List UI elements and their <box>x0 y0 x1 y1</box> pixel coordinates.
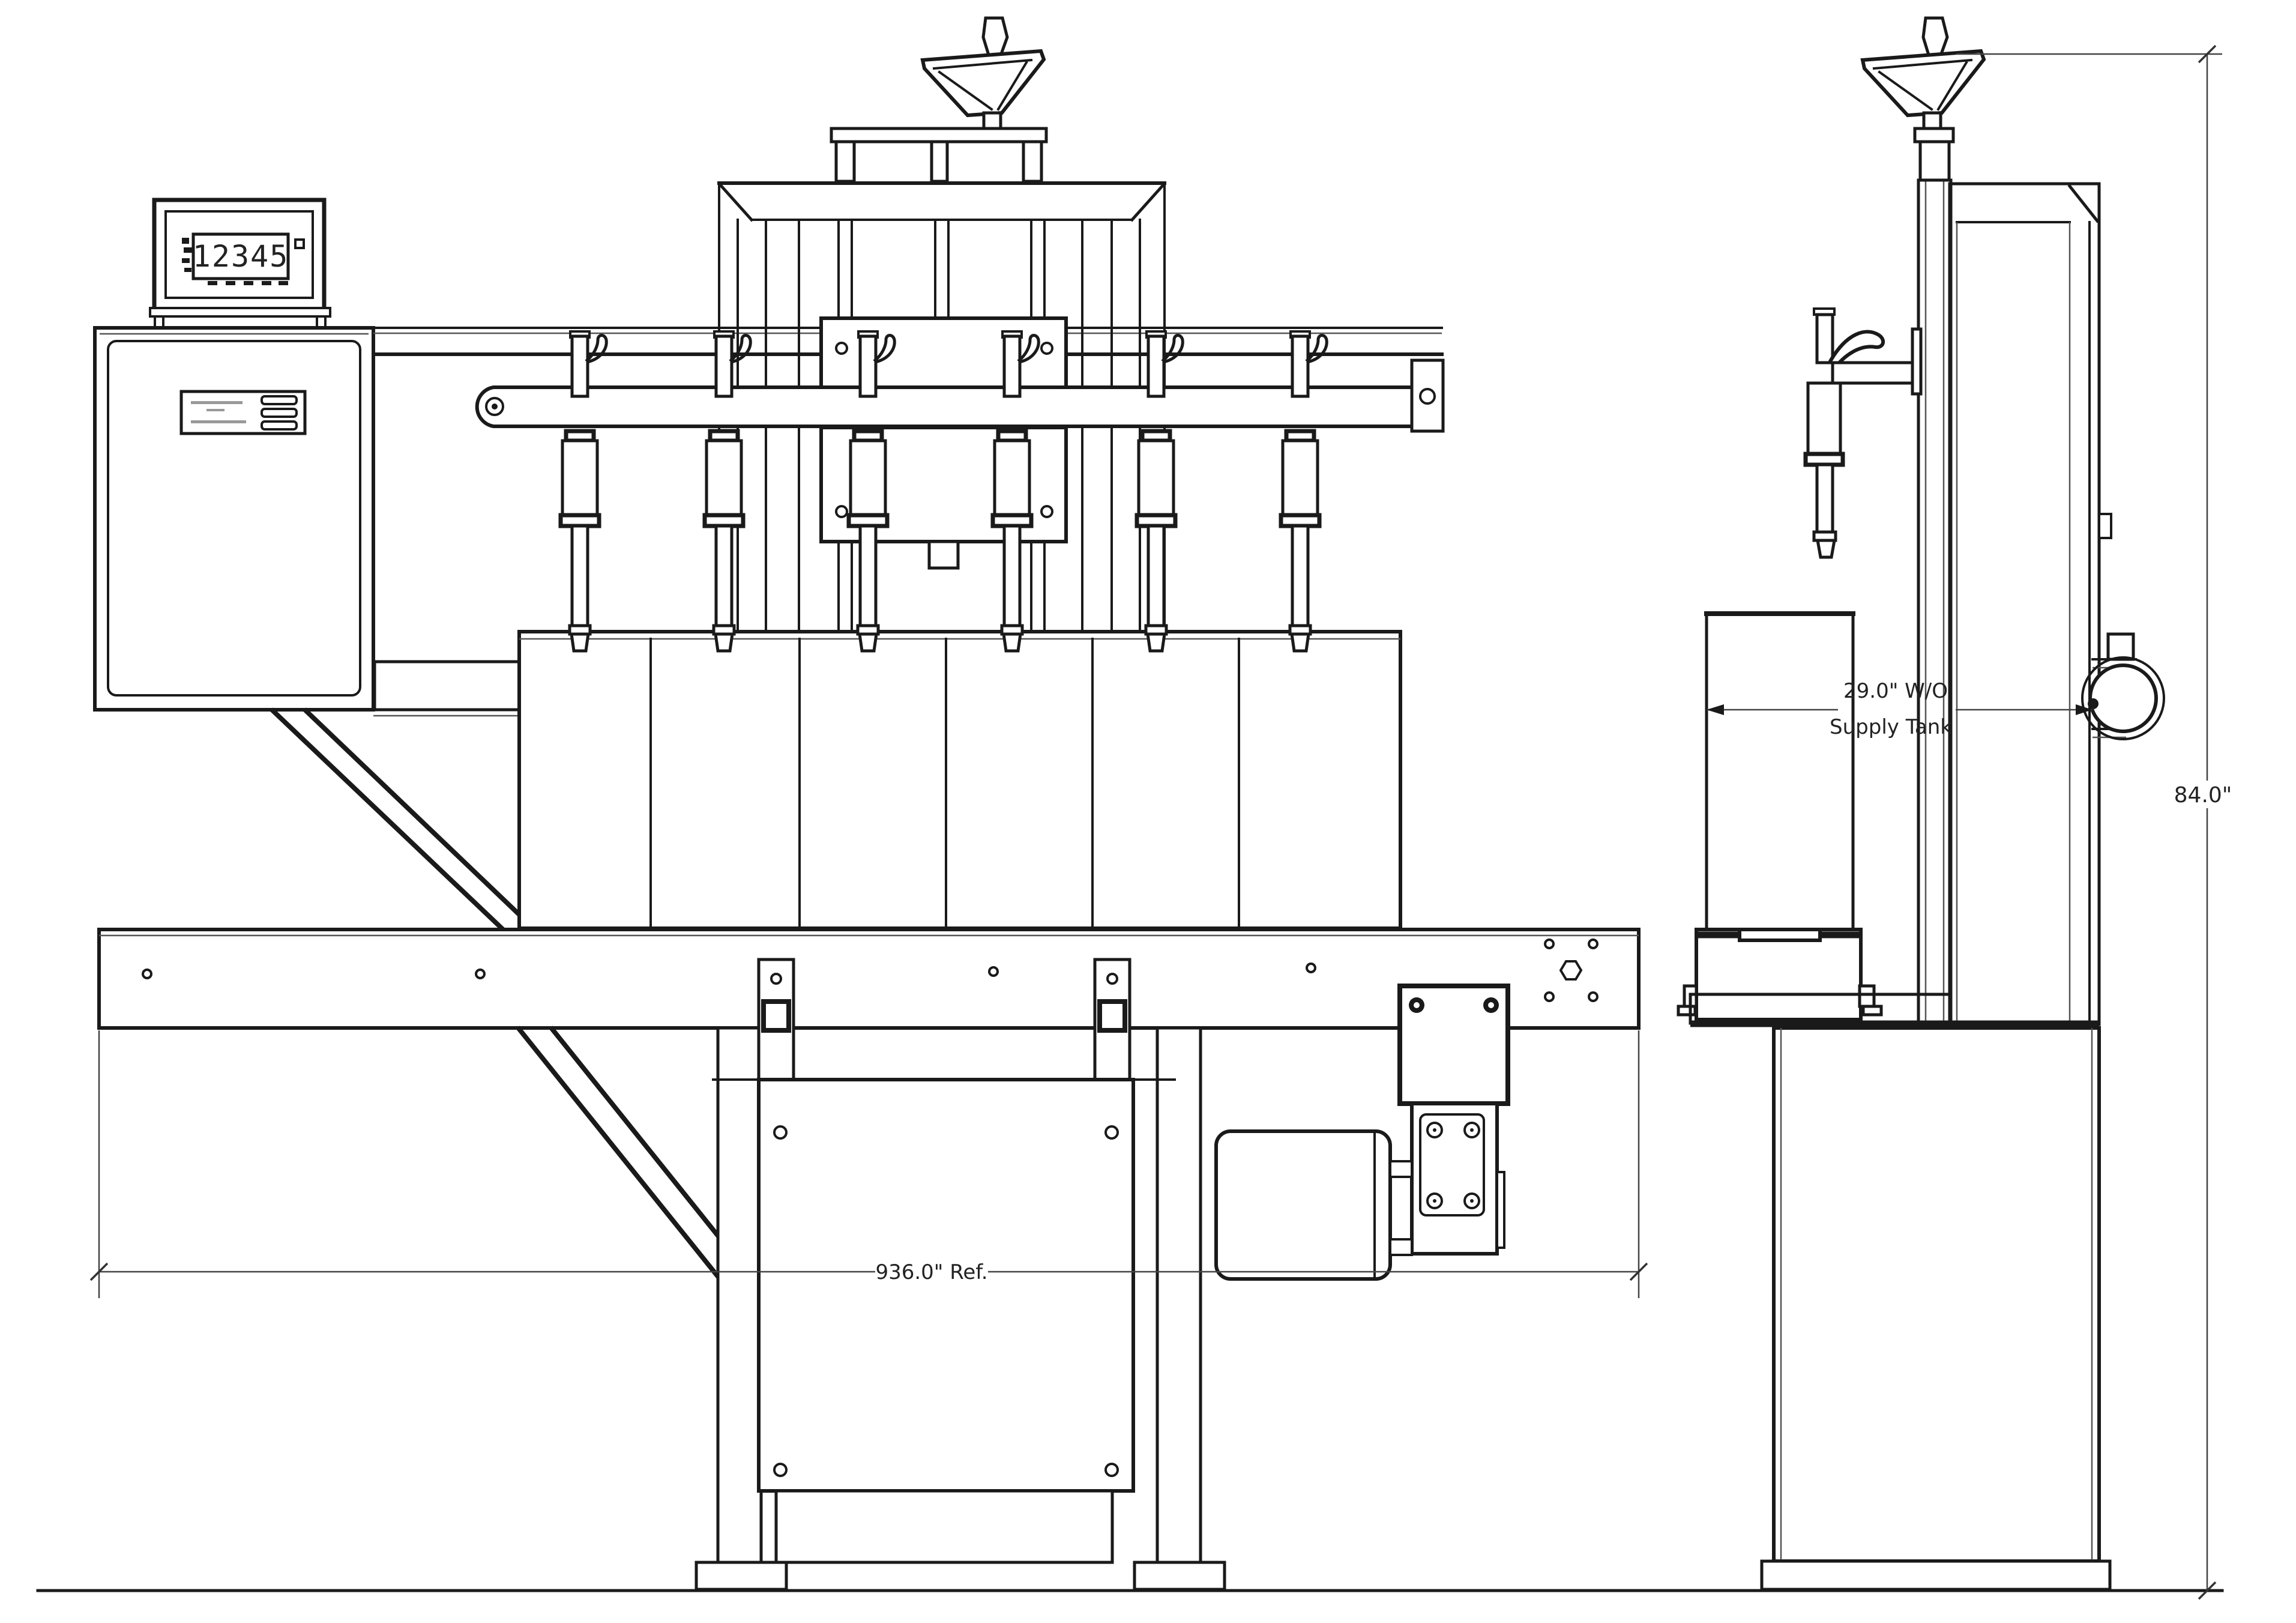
clamp-post-left <box>757 958 795 1081</box>
side-filling-nozzle <box>1803 307 1923 559</box>
side-platform <box>1689 993 2099 1027</box>
counter-value: 12345 <box>193 239 289 274</box>
product-boxes <box>517 630 1402 930</box>
dim-conveyor-length: 936.0" Ref. <box>89 1030 1648 1298</box>
digital-counter-display: 12345 <box>152 198 327 312</box>
frame-leg-left <box>716 1026 763 1564</box>
indicator-square <box>294 238 305 249</box>
side-view <box>1677 18 2165 1591</box>
crank-mount-bracket <box>830 127 1048 183</box>
clamp-post-right <box>1093 958 1131 1081</box>
filling-nozzle <box>705 331 750 651</box>
front-view: 12345 <box>93 18 1641 1591</box>
filling-nozzle <box>1137 331 1183 651</box>
infeed-step-plate <box>373 660 521 712</box>
pedestal-base <box>1760 1026 2112 1591</box>
motor-mount-bracket <box>1397 984 1510 1106</box>
filling-nozzle <box>1281 331 1327 651</box>
foot-pad-right <box>1133 1561 1226 1591</box>
dim-depth: 29.0" W/O Supply Tank <box>1707 679 2093 739</box>
depth-label-line1: 29.0" W/O <box>1843 679 1948 703</box>
side-column <box>1913 127 1955 1026</box>
drive-motor <box>1214 1129 1413 1281</box>
diagonal-brace-upper <box>270 707 538 933</box>
diagonal-brace-lower <box>516 1026 722 1280</box>
scale-block <box>1677 928 1883 1021</box>
cabinet-nameplate <box>179 390 307 435</box>
supply-container <box>1704 611 1855 931</box>
conveyor-bed <box>97 928 1641 1030</box>
depth-label-line2: Supply Tank <box>1830 715 1952 739</box>
display-stand <box>149 307 331 330</box>
diagonal-brace-lower <box>549 1026 722 1239</box>
panel-pedestal <box>774 1489 1114 1564</box>
hand-crank <box>923 18 1044 128</box>
foot-pad-left <box>695 1561 788 1591</box>
clamp-handwheel <box>2081 632 2165 740</box>
filling-nozzle-bar <box>475 358 1445 433</box>
side-frame <box>1948 182 2112 1026</box>
lower-guard-panel <box>757 1078 1135 1493</box>
gearbox <box>1410 1102 1505 1256</box>
drive-unit <box>1214 984 1510 1281</box>
frame-leg-right <box>1156 1026 1202 1564</box>
control-cabinet <box>93 326 521 717</box>
frame-side-tab <box>2098 513 2112 539</box>
filling-nozzle <box>561 331 606 651</box>
conveyor-under-frame <box>516 958 1226 1591</box>
height-label: 84.0" <box>2174 783 2232 808</box>
display-button-glyphs <box>182 238 288 285</box>
drive-bolt-cluster <box>1544 938 1598 1002</box>
bar-end-bracket <box>1410 358 1445 433</box>
conveyor-length-label: 936.0" Ref. <box>875 1260 987 1284</box>
dim-height: 84.0" <box>1956 44 2234 1600</box>
side-hand-crank <box>1863 18 1984 128</box>
